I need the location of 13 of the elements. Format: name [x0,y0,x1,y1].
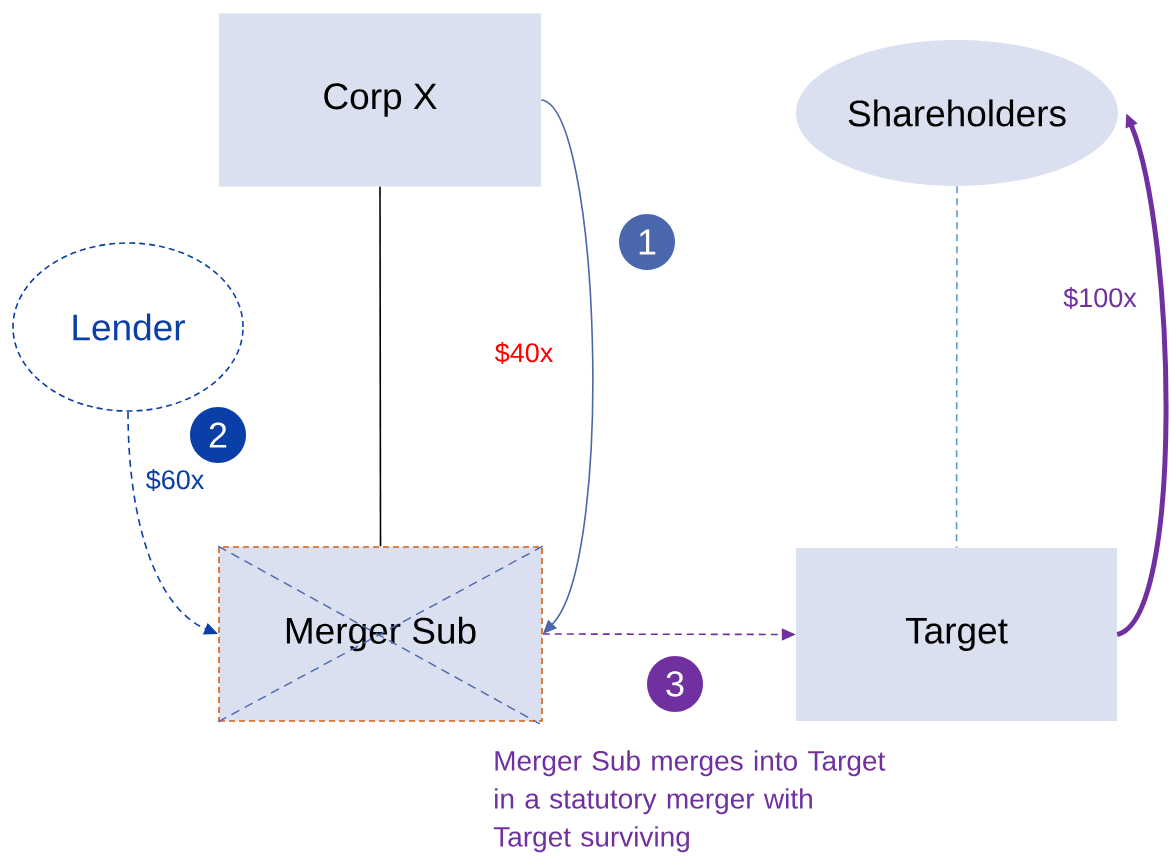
callout-number: 3 [647,656,703,712]
crossed-out-box: Merger Sub [217,545,544,725]
callout-number: 2 [190,407,246,463]
connector-line [955,185,958,549]
process-box: Target [796,548,1117,721]
callout-number: 1 [619,214,675,270]
edge-label: $40x [493,341,555,365]
process-box: Corp X [219,13,541,187]
note-text: Merger Sub merges into Target in a statutory merger with Target surviving [493,750,886,853]
arrow [540,99,594,634]
connector-line [379,185,382,547]
edge-label: $60x [144,468,206,492]
edge-label: $100x [1062,286,1138,310]
